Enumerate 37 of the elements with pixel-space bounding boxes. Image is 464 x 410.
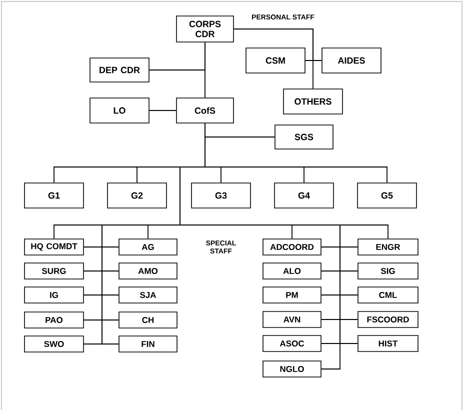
staff-box: PM: [262, 286, 322, 304]
staff-box: ADCOORD: [262, 238, 322, 256]
staff-box: DEP CDR: [90, 58, 150, 82]
staff-box: CSM: [246, 48, 306, 74]
staff-box: AMO: [118, 262, 178, 280]
staff-box: G1: [24, 182, 84, 208]
staff-box: CML: [358, 286, 418, 304]
connector-line: [148, 110, 177, 111]
staff-box: ASOC: [262, 335, 322, 352]
staff-box: CH: [118, 312, 178, 328]
staff-box: CORPS CDR: [176, 16, 234, 42]
staff-box: SURG: [24, 262, 84, 280]
staff-box: SWO: [24, 336, 84, 352]
staff-box: SGS: [274, 124, 334, 150]
staff-box: AG: [118, 238, 178, 256]
staff-box: AIDES: [322, 48, 382, 74]
staff-box: LO: [90, 98, 150, 124]
staff-box: G5: [357, 182, 417, 208]
staff-box: HIST: [358, 335, 418, 352]
staff-box: IG: [24, 286, 84, 304]
staff-box: ALO: [262, 262, 322, 280]
staff-box: FSCOORD: [358, 311, 418, 328]
connector-line: [148, 42, 206, 70]
staff-box: FIN: [118, 336, 178, 352]
staff-box: PAO: [24, 312, 84, 328]
staff-box: SJA: [118, 286, 178, 304]
staff-box: G3: [191, 182, 251, 208]
staff-box: G4: [274, 182, 334, 208]
staff-box: G2: [107, 182, 167, 208]
staff-box: ENGR: [358, 238, 418, 256]
staff-box: CofS: [176, 98, 234, 124]
staff-box: AVN: [262, 311, 322, 328]
staff-box: SIG: [358, 262, 418, 280]
connector-line: [233, 28, 314, 90]
staff-box: HQ COMDT: [24, 238, 84, 256]
staff-box: OTHERS: [283, 88, 343, 114]
staff-box: NGLO: [262, 360, 322, 378]
